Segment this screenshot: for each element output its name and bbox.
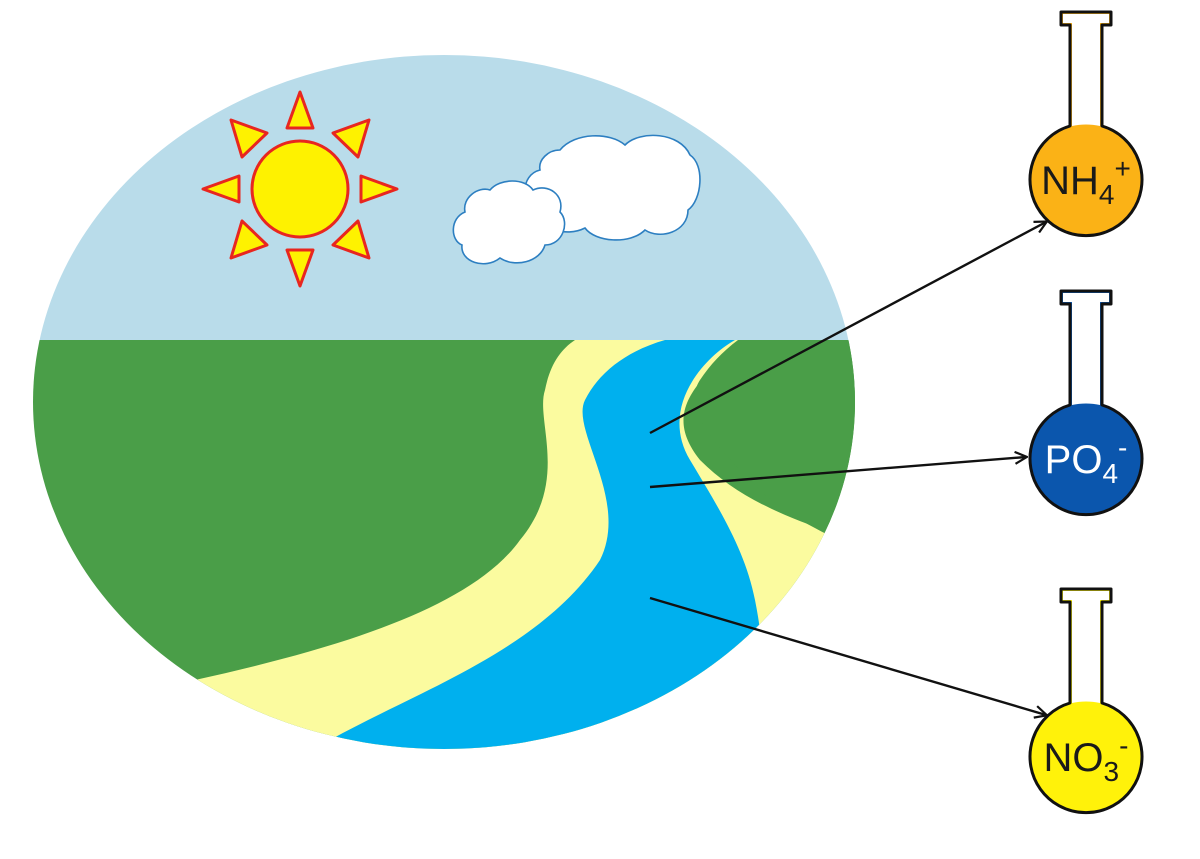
flask-ammonium: NH4+ [1028, 10, 1144, 238]
flask-nitrate: NO3- [1028, 587, 1144, 815]
arrow-to-ammonium [649, 222, 1046, 435]
ion-label: PO4- [1045, 432, 1128, 489]
flask-neck [1063, 14, 1109, 126]
landscape-scene [33, 55, 855, 749]
arrow-to-phosphate [649, 457, 1026, 489]
ion-charge: - [1119, 730, 1128, 761]
cloud-small [452, 180, 566, 265]
flask-neck [1063, 293, 1109, 405]
sky [33, 55, 855, 342]
ion-subscript: 3 [1104, 756, 1120, 787]
flask-neck [1063, 591, 1109, 703]
ion-subscript: 4 [1099, 179, 1115, 210]
flask-phosphate: PO4- [1028, 289, 1144, 517]
right-field [694, 340, 855, 560]
ion-charge: + [1115, 153, 1131, 184]
ion-charge: - [1118, 432, 1127, 463]
clouds-icon [452, 134, 701, 265]
ion-label: NO3- [1044, 730, 1129, 787]
arrows [649, 222, 1046, 715]
ion-base: PO [1045, 438, 1103, 482]
ion-base: NO [1044, 736, 1104, 780]
arrow-to-nitrate [649, 596, 1046, 715]
ion-base: NH [1041, 159, 1099, 203]
river-water [330, 340, 766, 749]
ion-label: NH4+ [1041, 153, 1131, 210]
sun-icon [201, 90, 399, 288]
ion-subscript: 4 [1102, 458, 1118, 489]
